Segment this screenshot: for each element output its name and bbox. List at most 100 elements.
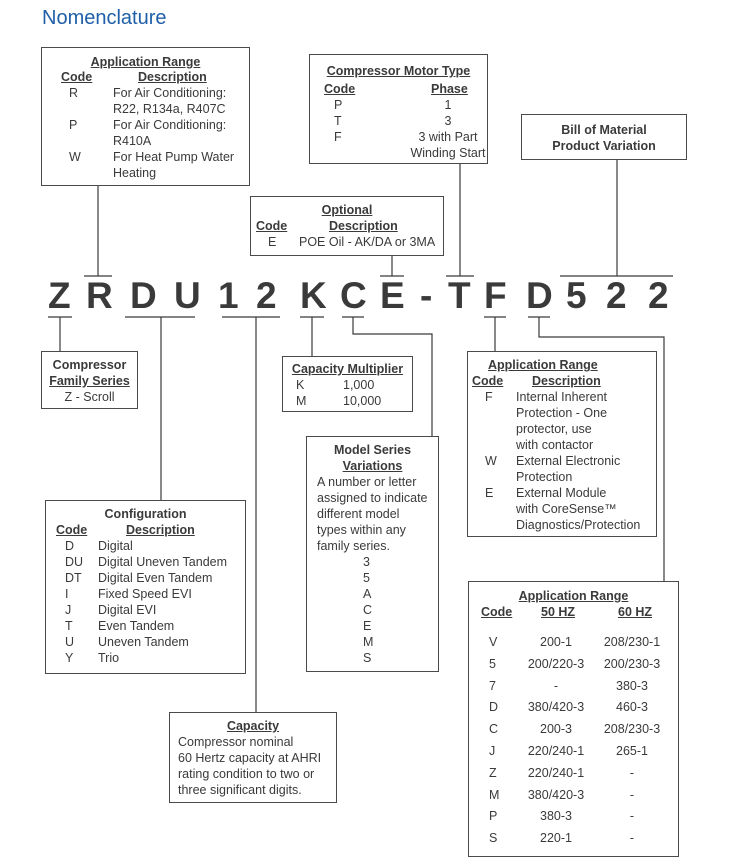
row-description: For Heat Pump Water (113, 150, 235, 164)
code-header: Code (481, 605, 513, 619)
model-code-char: 2 (256, 275, 277, 316)
bom-line-1: Bill of Material (561, 123, 647, 137)
model-series-value: 5 (363, 571, 370, 585)
model-code-char: T (448, 275, 471, 316)
config-description: Digital EVI (98, 603, 157, 617)
voltage-50hz: 380/420-3 (527, 700, 585, 715)
row-code: E (485, 486, 494, 500)
row-description: External Module (516, 486, 607, 500)
box-title: Capacity Multiplier (291, 362, 404, 376)
code-header: Code (324, 82, 356, 96)
description-header: Description (126, 523, 195, 537)
model-series-text: types within any (317, 523, 406, 537)
row-code: F (334, 130, 342, 144)
capacity-text: rating condition to two or (178, 767, 315, 781)
model-code-char: 5 (566, 275, 587, 316)
voltage-50hz: 380-3 (540, 809, 572, 824)
phase-header: Phase (431, 82, 468, 96)
model-code-char: C (340, 275, 367, 316)
hz60-header: 60 HZ (618, 605, 653, 619)
page-title: Nomenclature (42, 7, 167, 29)
row-description: Diagnostics/Protection (516, 518, 641, 532)
code-header: Code (472, 374, 504, 388)
config-code: U (65, 635, 75, 649)
capacity-text: three significant digits. (178, 783, 302, 797)
model-code-char: F (484, 275, 507, 316)
config-description: Uneven Tandem (98, 635, 189, 649)
family-line-1: Compressor (52, 358, 127, 372)
row-description: Winding Start (410, 146, 486, 160)
model-series-line-1: Model Series (333, 443, 412, 457)
model-code-char: E (380, 275, 405, 316)
compressor-family-box: Compressor Family Series Z - Scroll (41, 351, 138, 409)
bom-line-2: Product Variation (552, 139, 656, 153)
config-description: Even Tandem (98, 619, 175, 633)
voltage-60hz: 208/230-1 (603, 635, 661, 649)
bill-of-material-box: Bill of Material Product Variation (521, 114, 687, 160)
config-description: Digital Uneven Tandem (98, 555, 228, 569)
voltage-60hz: 460-3 (616, 700, 648, 715)
code-header: Code (56, 523, 88, 537)
config-code: DT (65, 571, 82, 585)
voltage-code: P (489, 809, 498, 824)
row-description: R410A (113, 134, 152, 148)
family-value: Z - Scroll (64, 390, 115, 404)
model-series-value: M (363, 635, 374, 649)
row-description: 3 (444, 114, 452, 128)
capacity-text: Compressor nominal (178, 735, 294, 749)
row-code: W (485, 454, 497, 468)
box-title: Capacity (226, 719, 280, 733)
config-description: Digital (98, 539, 133, 553)
box-title: Application Range (90, 55, 201, 69)
voltage-code: Z (489, 765, 497, 780)
model-series-text: assigned to indicate (317, 491, 428, 505)
voltage-code: M (489, 787, 500, 802)
voltage-50hz: 220/240-1 (527, 765, 585, 780)
description-header: Description (329, 219, 398, 233)
model-code-char: 1 (218, 275, 239, 316)
config-code: I (65, 587, 69, 601)
model-code-char: K (300, 275, 327, 316)
config-description: Fixed Speed EVI (98, 587, 192, 601)
row-description: External Electronic (516, 454, 621, 468)
model-series-value: S (363, 651, 372, 665)
row-code: R (69, 86, 79, 100)
voltage-50hz: 220-1 (540, 831, 572, 846)
row-description: Protection (516, 470, 573, 484)
description-header: Description (532, 374, 601, 388)
model-code-char: U (174, 275, 201, 316)
row-description: 1 (444, 98, 452, 112)
box-title: Application Range (488, 358, 598, 372)
voltage-50hz: 380/420-3 (527, 787, 585, 802)
hz50-header: 50 HZ (541, 605, 576, 619)
model-code-char: - (420, 275, 433, 316)
voltage-60hz: - (629, 831, 635, 846)
model-series-value: 3 (363, 555, 370, 569)
optional-code: E (268, 235, 277, 249)
multiplier-code: M (296, 394, 307, 408)
code-header: Code (61, 70, 93, 84)
row-description: For Air Conditioning: (113, 86, 227, 100)
multiplier-value: 10,000 (343, 394, 382, 408)
config-code: Y (65, 651, 74, 665)
code-header: Code (256, 219, 288, 233)
multiplier-code: K (296, 378, 305, 392)
row-description: with CoreSense™ (516, 502, 617, 516)
voltage-code: V (489, 635, 498, 649)
config-code: DU (65, 555, 84, 569)
description-header: Description (138, 70, 207, 84)
voltage-50hz: - (553, 678, 559, 693)
box-title: Configuration (104, 507, 187, 521)
model-series-text: different model (317, 507, 400, 521)
voltage-code: 5 (489, 656, 496, 671)
voltage-60hz: 380-3 (616, 678, 648, 693)
voltage-60hz: 208/230-3 (603, 722, 661, 737)
row-code: P (69, 118, 78, 132)
